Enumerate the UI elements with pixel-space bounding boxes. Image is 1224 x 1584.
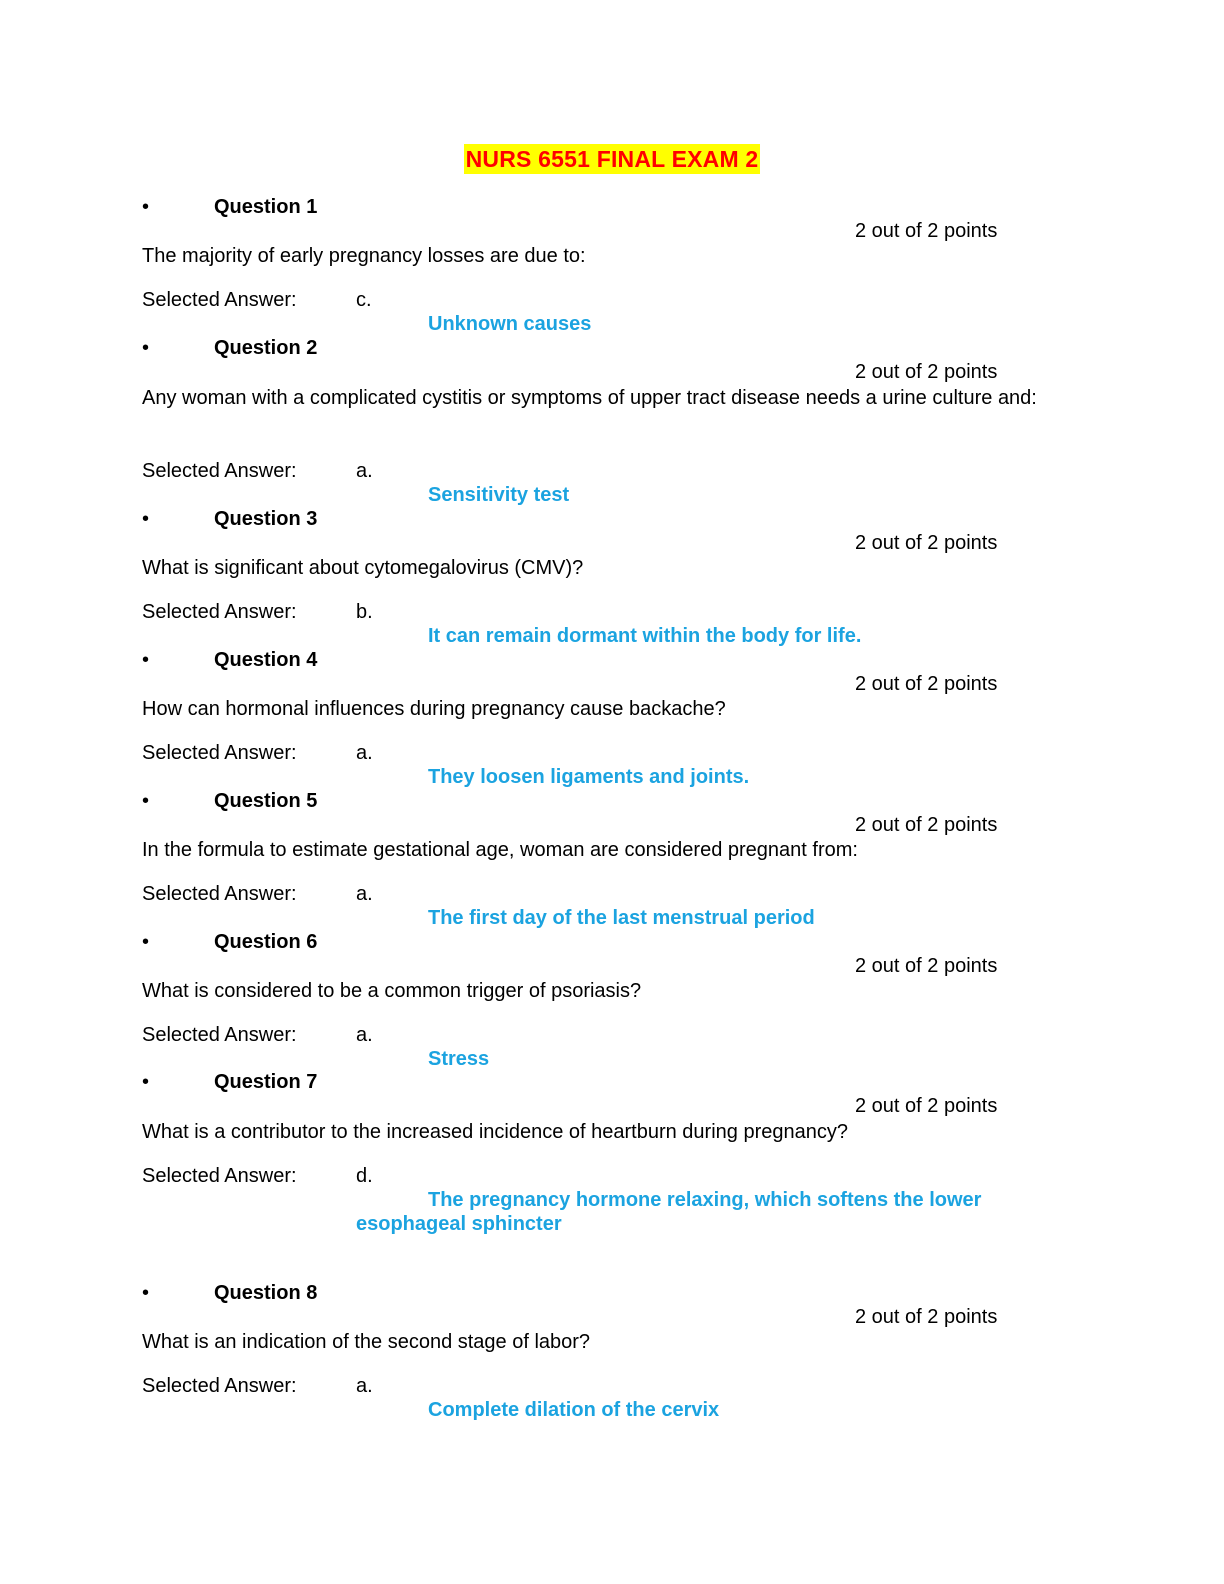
selected-answer-text: It can remain dormant within the body fo…	[428, 625, 862, 647]
bullet-icon: •	[142, 196, 150, 218]
question-points: 2 out of 2 points	[855, 220, 998, 242]
question-label: Question 1	[214, 196, 318, 218]
bullet-icon: •	[142, 337, 150, 359]
selected-answer-label: Selected Answer:	[142, 1375, 297, 1397]
question-label: Question 4	[214, 649, 318, 671]
selected-answer-label: Selected Answer:	[142, 289, 297, 311]
bullet-icon: •	[142, 931, 150, 953]
selected-answer-letter: a.	[356, 460, 373, 482]
question-label: Question 6	[214, 931, 318, 953]
bullet-icon: •	[142, 508, 150, 530]
bullet-icon: •	[142, 649, 150, 671]
selected-answer-label: Selected Answer:	[142, 742, 297, 764]
question-label: Question 8	[214, 1282, 318, 1304]
question-points: 2 out of 2 points	[855, 673, 998, 695]
selected-answer-label: Selected Answer:	[142, 1024, 297, 1046]
bullet-icon: •	[142, 1282, 150, 1304]
selected-answer-text: Complete dilation of the cervix	[428, 1399, 720, 1421]
question-points: 2 out of 2 points	[855, 955, 998, 977]
selected-answer-text: The pregnancy hormone relaxing, which so…	[356, 1189, 982, 1235]
question-points: 2 out of 2 points	[855, 1306, 998, 1328]
selected-answer-letter: b.	[356, 601, 373, 623]
selected-answer-label: Selected Answer:	[142, 460, 297, 482]
selected-answer-letter: a.	[356, 1375, 373, 1397]
selected-answer-text: Stress	[428, 1048, 490, 1070]
question-label: Question 7	[214, 1071, 318, 1093]
selected-answer-letter: c.	[356, 289, 372, 311]
question-text: How can hormonal influences during pregn…	[142, 698, 726, 720]
question-points: 2 out of 2 points	[855, 1095, 998, 1117]
bullet-icon: •	[142, 790, 150, 812]
selected-answer-label: Selected Answer:	[142, 601, 297, 623]
question-label: Question 5	[214, 790, 318, 812]
title-container: NURS 6551 FINAL EXAM 2	[0, 144, 1224, 174]
question-points: 2 out of 2 points	[855, 532, 998, 554]
question-text: What is considered to be a common trigge…	[142, 980, 642, 1002]
question-points: 2 out of 2 points	[855, 361, 998, 383]
selected-answer-label: Selected Answer:	[142, 1165, 297, 1187]
question-text: Any woman with a complicated cystitis or…	[142, 387, 1037, 409]
question-label: Question 2	[214, 337, 318, 359]
selected-answer-label: Selected Answer:	[142, 883, 297, 905]
selected-answer-text: The first day of the last menstrual peri…	[428, 907, 815, 929]
question-label: Question 3	[214, 508, 318, 530]
question-text: What is an indication of the second stag…	[142, 1331, 591, 1353]
selected-answer-text: Unknown causes	[428, 313, 592, 335]
exam-title: NURS 6551 FINAL EXAM 2	[463, 144, 761, 174]
selected-answer-text: Sensitivity test	[428, 484, 570, 506]
bullet-icon: •	[142, 1071, 150, 1093]
question-text: In the formula to estimate gestational a…	[142, 839, 858, 861]
question-points: 2 out of 2 points	[855, 814, 998, 836]
selected-answer-letter: a.	[356, 742, 373, 764]
question-text: What is significant about cytomegaloviru…	[142, 557, 584, 579]
selected-answer-letter: a.	[356, 1024, 373, 1046]
selected-answer-letter: d.	[356, 1165, 373, 1187]
selected-answer-letter: a.	[356, 883, 373, 905]
selected-answer-text: They loosen ligaments and joints.	[428, 766, 750, 788]
question-text: What is a contributor to the increased i…	[142, 1121, 848, 1143]
question-text: The majority of early pregnancy losses a…	[142, 245, 586, 267]
